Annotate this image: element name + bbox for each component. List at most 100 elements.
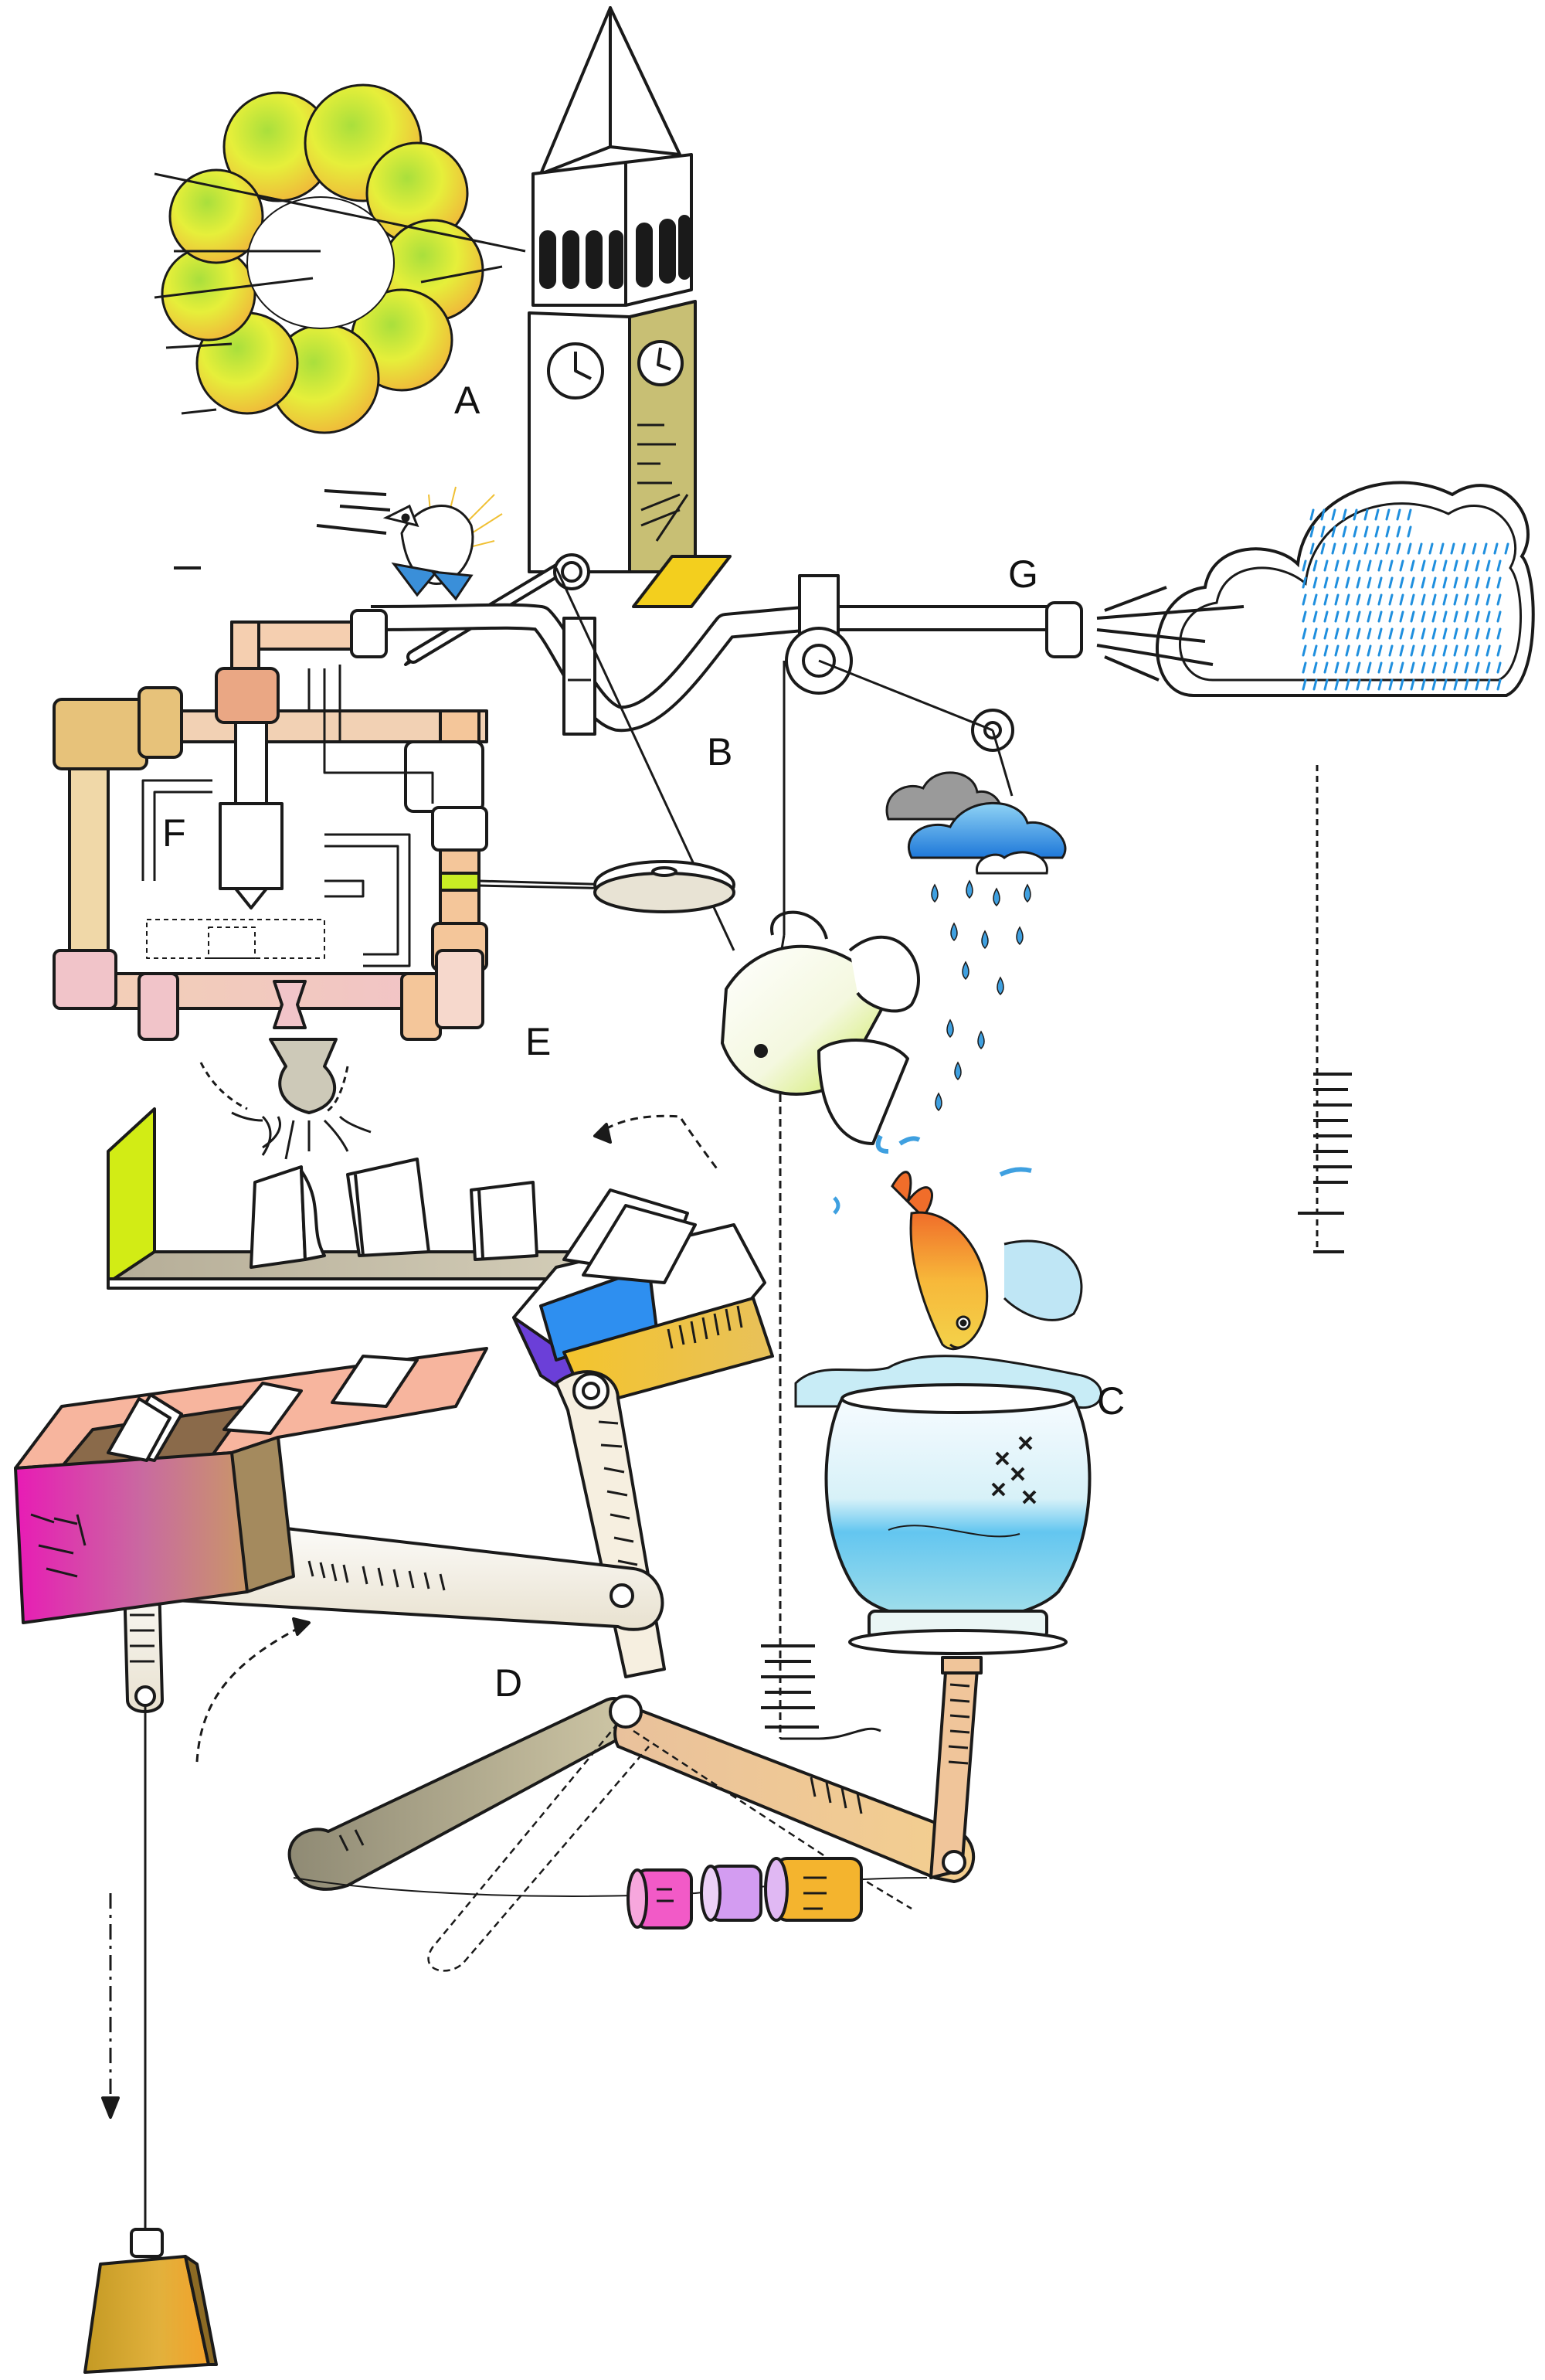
cloud-rain-dash — [1442, 576, 1448, 589]
cloud-rain-dash — [1464, 576, 1469, 589]
cloud-rain-dash — [1461, 542, 1466, 555]
cloud-rain-dash — [1496, 559, 1502, 572]
cloud-rain-dash — [1442, 627, 1448, 640]
cloud-rain-dash — [1410, 678, 1415, 691]
cloud-rain-dash — [1356, 559, 1361, 572]
cloud-rain-dash — [1410, 593, 1415, 606]
cloud-rain-dash — [1496, 576, 1502, 589]
cloud-rain-dash — [1388, 678, 1394, 691]
cloud-rain-dash — [1496, 593, 1502, 606]
book-shelf-icon — [107, 1107, 720, 1290]
cloud-rain-dash — [1421, 678, 1426, 691]
cloud-rain-dash — [1496, 661, 1502, 674]
cloud-rain-dash — [1363, 542, 1369, 555]
fishbowl-icon — [794, 1355, 1102, 1655]
cloud-rain-dash — [1331, 525, 1336, 538]
cloud-rain-dash — [1442, 559, 1448, 572]
cloud-rain-dash — [1323, 627, 1329, 640]
cloud-rain-dash — [1345, 678, 1350, 691]
cloud-rain-dash — [1323, 610, 1329, 623]
cloud-rain-dash — [1410, 644, 1415, 657]
cloud-rain-dash — [1388, 644, 1394, 657]
cloud-rain-dash — [1475, 593, 1480, 606]
cloud-rain-dash — [1388, 610, 1394, 623]
cloud-rain-dash — [1367, 576, 1372, 589]
cloud-rain-dash — [1431, 593, 1437, 606]
clock-tower-icon — [528, 6, 732, 608]
cloud-rain-dash — [1312, 559, 1318, 572]
cloud-rain-dash — [1323, 661, 1329, 674]
cloud-rain-dash — [1302, 610, 1307, 623]
cloud-rain-dash — [1385, 508, 1390, 521]
cloud-rain-dash — [1345, 559, 1350, 572]
cloud-rain-dash — [1356, 644, 1361, 657]
small-cloud-icon — [885, 771, 1067, 875]
cloud-rain-dash — [1475, 644, 1480, 657]
cloud-rain-dash — [1302, 593, 1307, 606]
label-e: E — [525, 1020, 551, 1063]
cloud-rain-dash — [1486, 627, 1491, 640]
book-box-icon — [512, 1188, 774, 1408]
tray-icon — [14, 1347, 488, 1624]
cloud-rain-dash — [1486, 678, 1491, 691]
spool-icon — [626, 1857, 863, 1930]
cloud-rain-dash — [1334, 576, 1340, 589]
cloud-rain-dash — [1496, 644, 1502, 657]
cloud-rain-dash — [1309, 508, 1315, 521]
cloud-rain-dash — [1453, 610, 1458, 623]
cloud-rain-dash — [1312, 678, 1318, 691]
cloud-rain-dash — [1345, 661, 1350, 674]
cloud-rain-dash — [1421, 576, 1426, 589]
cloud-rain-dash — [1377, 610, 1383, 623]
cloud-rain-dash — [1464, 678, 1469, 691]
cloud-rain-dash — [1431, 661, 1437, 674]
cloud-rain-dash — [1353, 542, 1358, 555]
cloud-rain-dash — [1464, 593, 1469, 606]
cloud-rain-dash — [1464, 559, 1469, 572]
cloud-rain-dash — [1464, 627, 1469, 640]
cloud-rain-dash — [1312, 610, 1318, 623]
cloud-rain-dash — [1442, 593, 1448, 606]
cloud-rain-dash — [1442, 678, 1448, 691]
cloud-rain-dash — [1486, 644, 1491, 657]
cloud-rain-dash — [1334, 610, 1340, 623]
cloud-rain-dash — [1399, 559, 1404, 572]
cloud-rain-dash — [1442, 661, 1448, 674]
cloud-rain-dash — [1421, 661, 1426, 674]
cloud-rain-dash — [1345, 576, 1350, 589]
cloud-rain-dash — [1472, 542, 1477, 555]
cloud-rain-dash — [1399, 593, 1404, 606]
cloud-rain-dash — [1388, 559, 1394, 572]
cloud-rain-dash — [1407, 542, 1412, 555]
cloud-rain-dash — [1302, 661, 1307, 674]
cloud-rain-dash — [1431, 610, 1437, 623]
cloud-rain-dash — [1431, 644, 1437, 657]
cloud-rain-dash — [1407, 508, 1412, 521]
cloud-rain-dash — [1320, 508, 1326, 521]
cloud-rain-dash — [1302, 627, 1307, 640]
cloud-rain-dash — [1410, 661, 1415, 674]
cloud-rain-dash — [1396, 542, 1401, 555]
cloud-rain-dash — [1320, 525, 1326, 538]
cloud-rain-dash — [1407, 525, 1412, 538]
cloud-rain-dash — [1388, 593, 1394, 606]
cloud-rain-dash — [1431, 678, 1437, 691]
cloud-rain-dash — [1486, 593, 1491, 606]
cloud-rain-dash — [1496, 610, 1502, 623]
smoke-puff-icon — [154, 83, 526, 434]
cloud-rain-dash — [1464, 661, 1469, 674]
cloud-rain-dash — [1377, 559, 1383, 572]
printer-nozzle-icon — [53, 609, 735, 1160]
cloud-rain-dash — [1388, 661, 1394, 674]
cloud-rain-dash — [1342, 508, 1347, 521]
cloud-rain-dash — [1421, 610, 1426, 623]
cloud-rain-dash — [1504, 542, 1509, 555]
cloud-rain-dash — [1421, 627, 1426, 640]
cloud-rain-dash — [1399, 610, 1404, 623]
cloud-rain-dash — [1323, 559, 1329, 572]
cloud-rain-dash — [1367, 559, 1372, 572]
cloud-rain-dash — [1367, 593, 1372, 606]
cloud-rain-dash — [1399, 644, 1404, 657]
cloud-rain-dash — [1410, 627, 1415, 640]
